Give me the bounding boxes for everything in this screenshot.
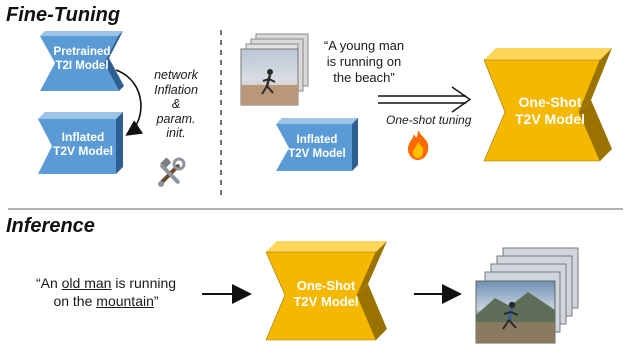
inflated-t2v-model-2: Inflated T2V Model: [281, 134, 353, 162]
inflation-note-line2: Inflation: [154, 82, 198, 97]
one-shot-t2v-model-shape: [483, 48, 612, 162]
caption-line3: the beach”: [333, 69, 395, 85]
inflated-model-line1: Inflated: [61, 130, 105, 144]
inference-model-line1: One-Shot: [296, 278, 356, 293]
pretrained-t2i-model: Pretrained T2I Model: [40, 46, 124, 74]
inference-model-line2: T2V Model: [293, 293, 359, 309]
one-shot-model-line1: One-Shot: [518, 94, 582, 110]
prompt-subject: old man: [61, 275, 112, 291]
fine-tuning-title: Fine-Tuning: [6, 4, 121, 26]
inflation-arrow: [115, 69, 144, 136]
video-frames-icon: [240, 33, 309, 106]
inflation-note-line1: network: [154, 68, 198, 82]
one-shot-tuning-label: One-shot tuning: [386, 113, 472, 127]
inflation-note-line4: param.: [156, 111, 196, 126]
tools-icon: [158, 157, 186, 187]
inflation-note-line5: init.: [166, 126, 186, 140]
prompt-line1: “An old man is running: [35, 275, 177, 291]
pretrained-model-line1: Pretrained: [53, 46, 111, 58]
caption-line2: is running on: [326, 53, 402, 69]
inflated-model-2-line1: Inflated: [296, 134, 338, 146]
pretrained-model-line2: T2I Model: [55, 59, 109, 72]
output-video-frames-icon: [475, 247, 579, 344]
inflated-t2v-model-shape: [38, 112, 123, 174]
caption-line1: “A young man: [323, 38, 405, 53]
one-shot-tuning-arrow: [378, 86, 472, 113]
training-caption: “A young man is running on the beach”: [318, 38, 410, 86]
prompt-location: mountain: [96, 292, 154, 309]
inference-title: Inference: [6, 215, 95, 237]
inflated-model-line2: T2V Model: [52, 144, 113, 159]
pretrained-t2i-model-shape: [40, 31, 124, 91]
inflation-note: network Inflation & param. init.: [144, 68, 208, 141]
fire-icon: [408, 130, 429, 160]
inflated-model-2-line2: T2V Model: [288, 147, 346, 160]
inference-one-shot-t2v-model-shape: [265, 241, 387, 341]
one-shot-t2v-model: One-Shot T2V Model: [500, 94, 600, 128]
inflated-t2v-model: Inflated T2V Model: [44, 130, 122, 159]
prompt-line2: on the mountain”: [53, 292, 159, 309]
one-shot-model-line2: T2V Model: [514, 110, 585, 127]
inflated-t2v-model-2-shape: [276, 118, 358, 171]
inference-one-shot-t2v-model: One-Shot T2V Model: [280, 278, 372, 309]
inflation-note-line3: &: [171, 97, 181, 111]
inference-prompt: “An old man is running on the mountain”: [20, 275, 192, 310]
